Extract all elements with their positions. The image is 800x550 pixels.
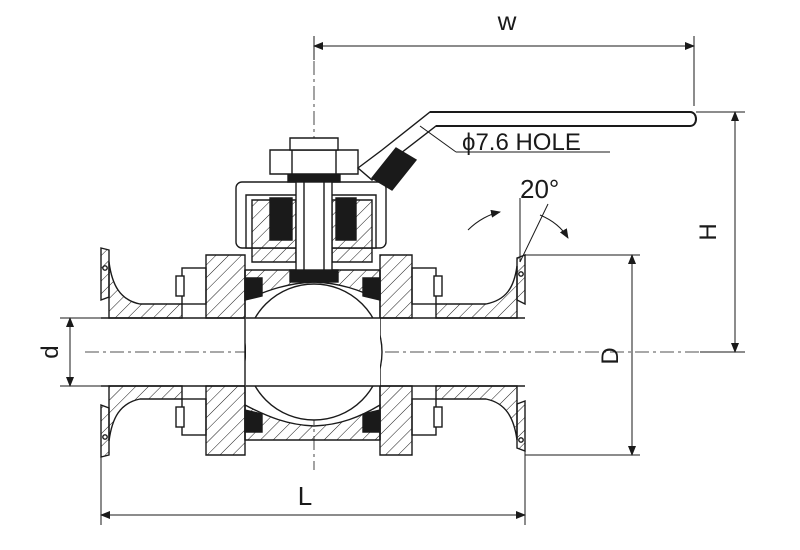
seat-right-bottom [362, 409, 381, 433]
label-l: L [298, 481, 312, 511]
angle-arrow-left [467, 209, 501, 231]
body-bottom-hatch [244, 403, 381, 441]
right-end-cap [379, 254, 443, 456]
label-h: H [695, 223, 722, 240]
right-flange-bottom [516, 399, 526, 453]
lever-handle [356, 111, 697, 191]
label-d-outer: D [597, 347, 624, 364]
stem-assembly [235, 137, 387, 271]
left-bolt-top [181, 267, 207, 305]
angle-arrow-right [539, 214, 569, 239]
right-bolt-top [411, 267, 437, 305]
label-w: w [497, 6, 517, 36]
lock-washer [287, 173, 341, 183]
right-flange-mark-top [518, 271, 524, 277]
seat-left-top [244, 277, 263, 301]
seat-left-bottom [244, 409, 263, 433]
left-cap-hatch-bottom [205, 385, 246, 456]
left-flange-mark-bottom [102, 434, 108, 440]
stem [295, 171, 333, 271]
label-angle: 20° [520, 174, 559, 204]
stem-top [289, 137, 339, 151]
right-ferrule [380, 253, 526, 453]
left-ferrule-wall-top [108, 261, 183, 319]
label-d-inner: d [37, 345, 64, 358]
handle-grip [370, 147, 418, 191]
label-hole: ϕ7.6 HOLE [462, 129, 581, 156]
right-ferrule-wall-bottom [435, 385, 518, 441]
left-flange-bottom [100, 403, 110, 458]
seat-right-top [362, 277, 381, 301]
left-flange-top [100, 247, 110, 302]
left-flange-mark-top [102, 265, 108, 271]
hole-leader [419, 125, 457, 153]
left-end-cap [175, 254, 246, 456]
stem-nut [269, 149, 359, 175]
packing-left [269, 197, 293, 241]
right-bolt-bottom [411, 398, 437, 436]
left-cap-hatch-top [205, 254, 246, 319]
right-flange-mark-bottom [518, 437, 524, 443]
right-cap-hatch-top [379, 254, 413, 319]
packing-right [335, 197, 357, 241]
right-ferrule-wall-top [435, 265, 518, 319]
dimension-lines [60, 36, 745, 525]
right-cap-hatch-bottom [379, 385, 413, 456]
left-bolt-bottom [181, 398, 207, 436]
left-ferrule-wall-bottom [108, 385, 183, 442]
right-flange-top [516, 253, 526, 306]
valve-body [244, 269, 383, 441]
stem-tang [289, 269, 339, 283]
